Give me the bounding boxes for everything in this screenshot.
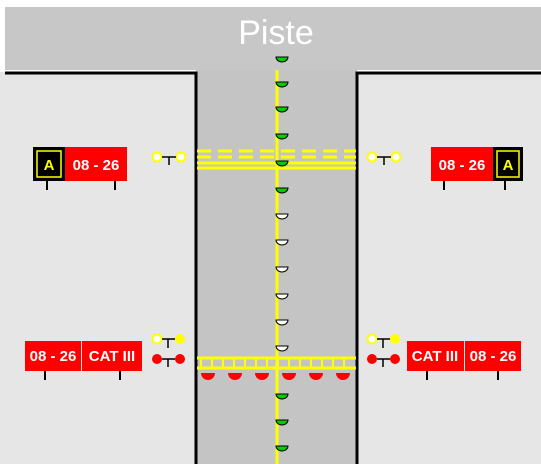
ils-category: CAT III — [89, 348, 135, 365]
runway-designator: 08 - 26 — [439, 157, 486, 174]
centerline-light — [275, 445, 289, 452]
centerline-light — [275, 345, 289, 352]
centerline-light — [275, 106, 289, 113]
category-sign-box — [82, 341, 142, 371]
centerline-light — [275, 81, 289, 88]
stop-bar-light — [309, 373, 323, 380]
runway-title: Piste — [238, 14, 314, 52]
centerline-light — [275, 293, 289, 300]
sign-lower-right: CAT III 08 - 26 — [407, 341, 521, 380]
category-sign-box — [407, 341, 464, 371]
runway-designator: 08 - 26 — [470, 348, 517, 365]
mandatory-sign-box — [431, 147, 493, 181]
runway-guard-light-lower-left — [151, 333, 185, 367]
sign-lower-left: 08 - 26 CAT III — [25, 341, 142, 380]
stop-bar-light — [282, 373, 296, 380]
location-sign-box — [33, 147, 65, 181]
stop-bar-light — [255, 373, 269, 380]
sign-upper-right: 08 - 26 A — [431, 147, 523, 190]
holding-position-marking-lower — [197, 356, 356, 370]
stop-bar-light — [336, 373, 350, 380]
runway-designator: 08 - 26 — [30, 348, 77, 365]
sign-upper-left: A 08 - 26 — [33, 147, 127, 190]
stop-bar-lights — [201, 373, 350, 380]
centerline-lights — [275, 56, 289, 452]
centerline-light — [275, 187, 289, 194]
centerline-light — [275, 239, 289, 246]
runway-guard-light-upper-right — [366, 151, 402, 165]
runway — [5, 7, 541, 70]
centerline-light — [275, 133, 289, 140]
stop-bar-light — [228, 373, 242, 380]
stop-bar-light — [201, 373, 215, 380]
right-taxiway-edge — [355, 71, 541, 464]
centerline-light — [275, 213, 289, 220]
centerline-light — [275, 419, 289, 426]
location-sign-box — [493, 147, 523, 181]
ils-category: CAT III — [412, 348, 458, 365]
centerline-light — [275, 160, 289, 167]
runway-designator: 08 - 26 — [73, 157, 120, 174]
centerline-light — [275, 319, 289, 326]
centerline-light — [275, 56, 289, 63]
mandatory-sign-box — [25, 341, 81, 371]
location-letter: A — [44, 157, 55, 174]
runway-guard-light-upper-left — [151, 151, 187, 165]
mandatory-sign-box — [465, 341, 521, 371]
location-letter: A — [503, 157, 514, 174]
left-taxiway-edge — [5, 71, 198, 464]
runway-guard-light-lower-right — [366, 333, 400, 367]
mandatory-sign-box — [65, 147, 127, 181]
centerline-light — [275, 393, 289, 400]
centerline-light — [275, 266, 289, 273]
